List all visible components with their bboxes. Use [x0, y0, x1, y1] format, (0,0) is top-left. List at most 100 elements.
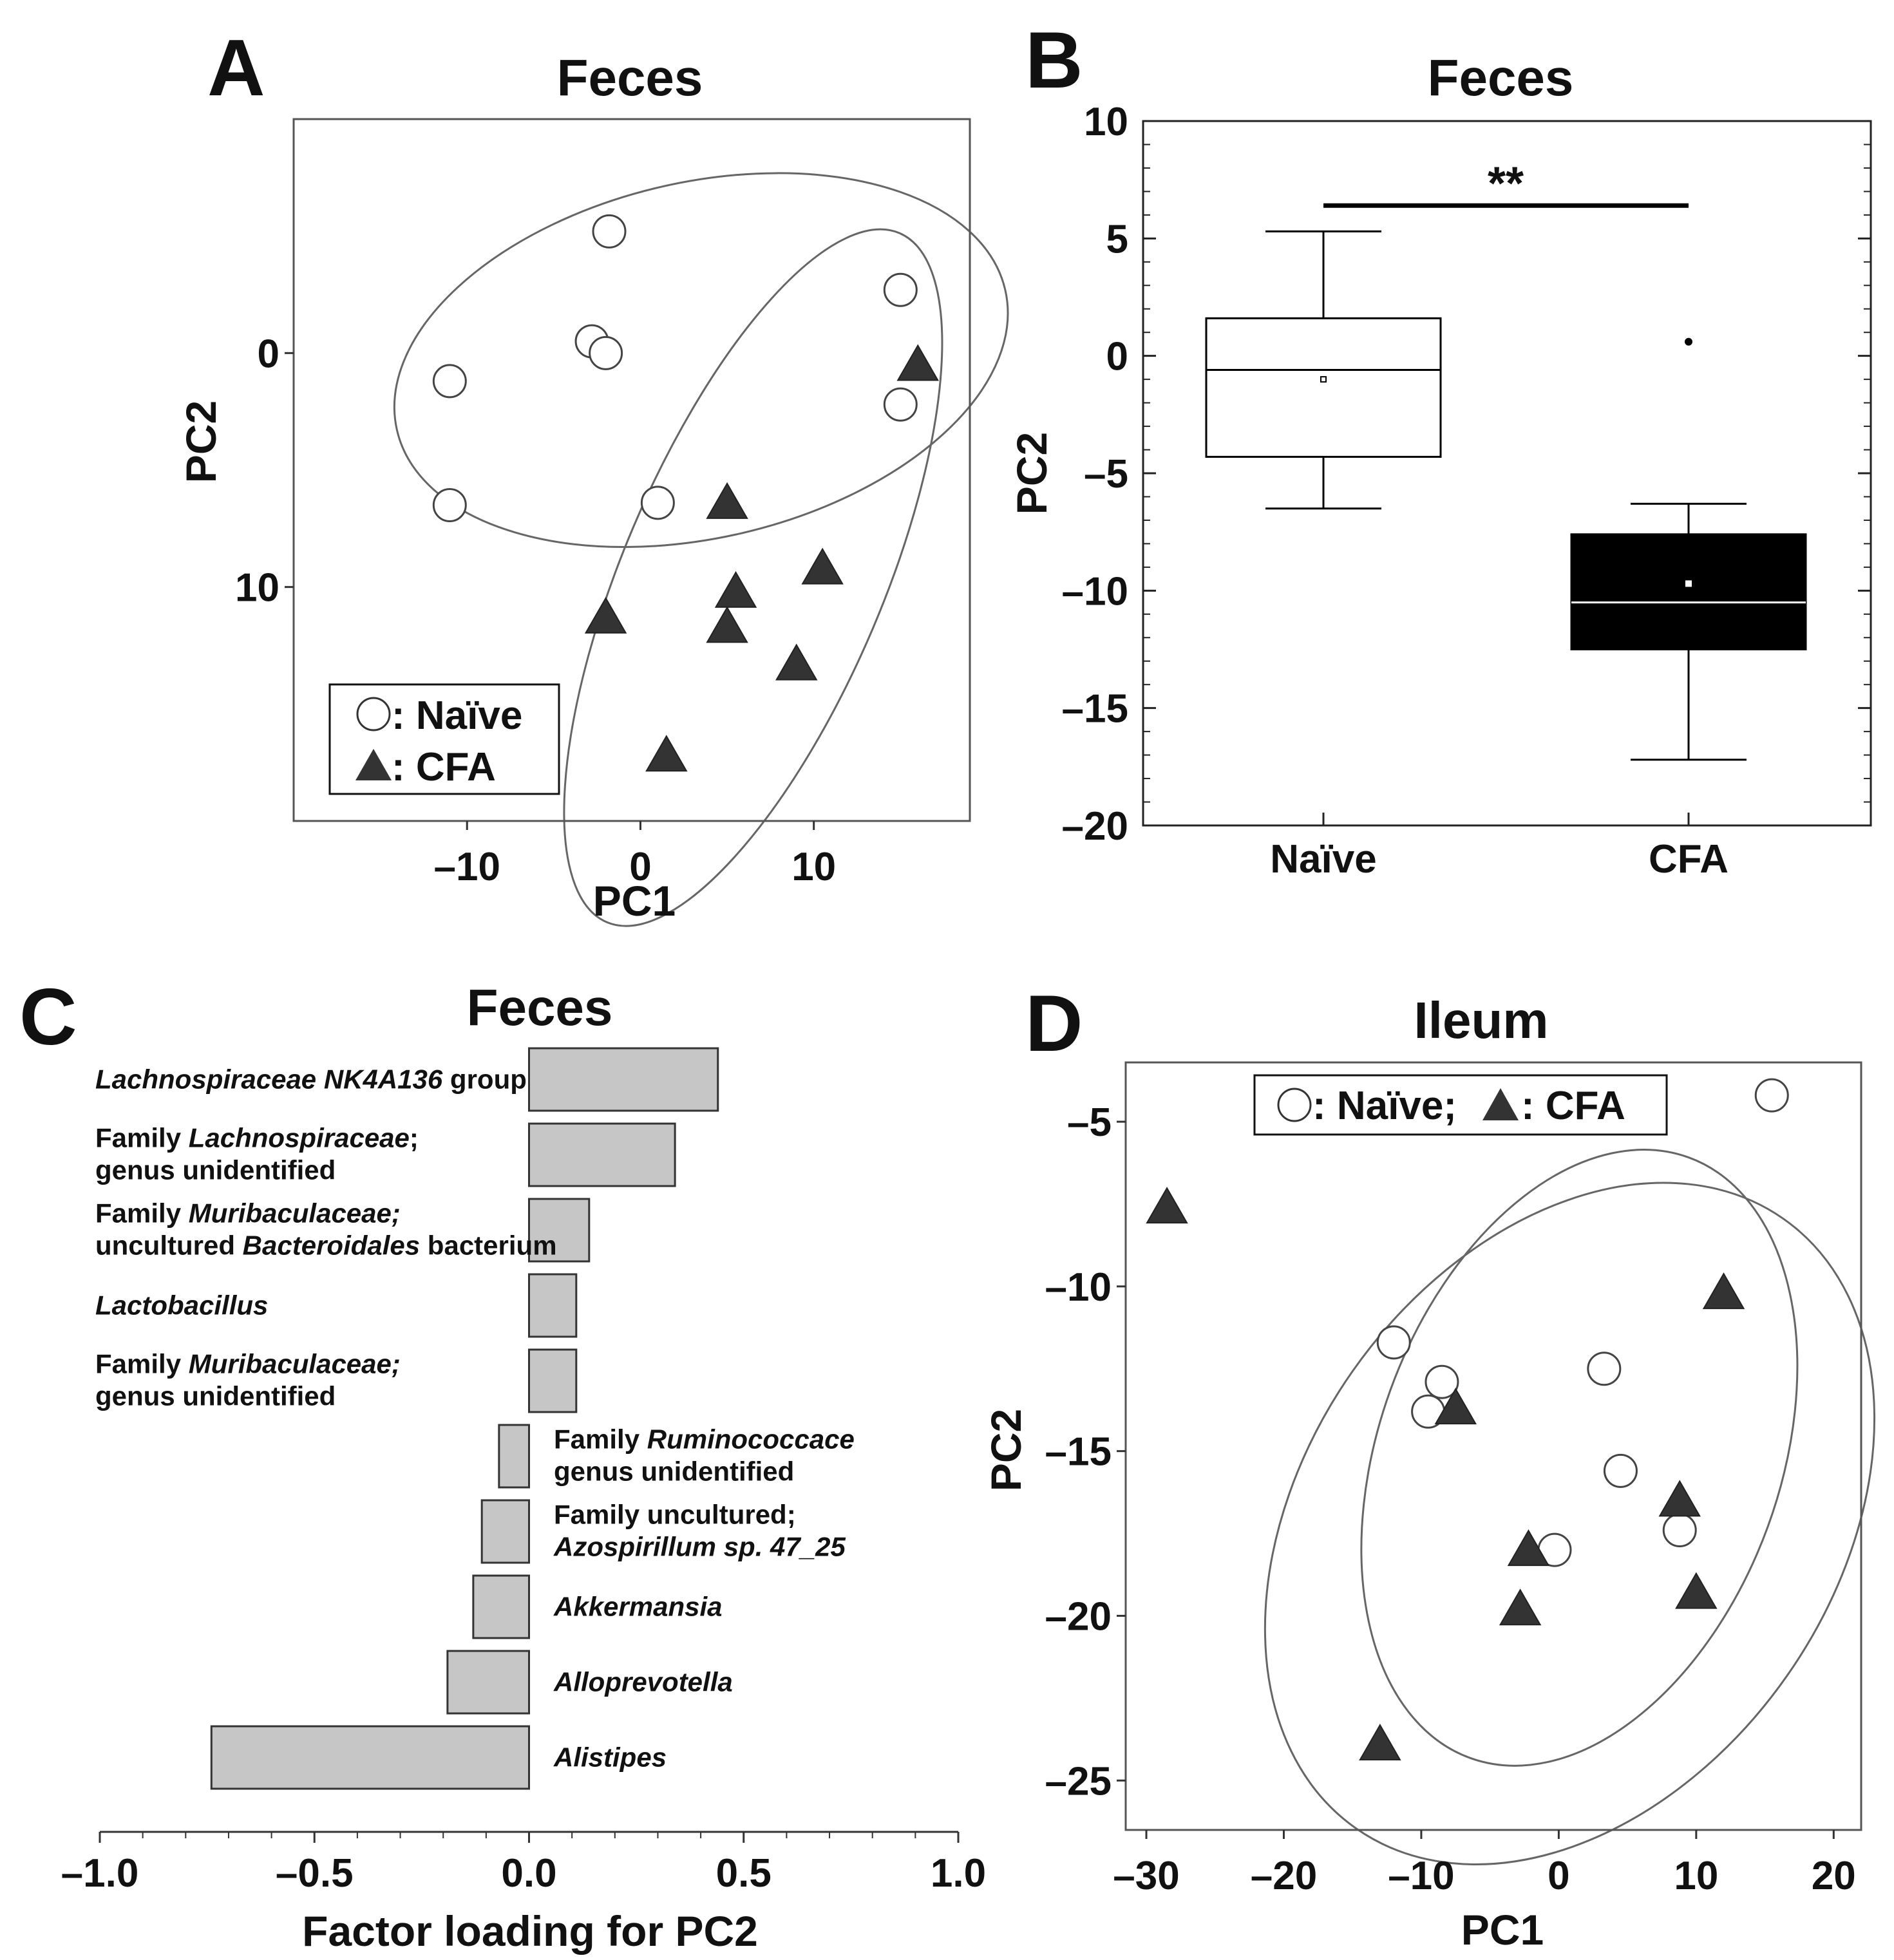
bar-label-segment: group — [442, 1064, 527, 1095]
bar-label: Azospirillum sp. 47_25 — [553, 1532, 846, 1562]
cfa-point — [1658, 1480, 1701, 1517]
bar-label-segment: Azospirillum sp. 47_25 — [553, 1532, 846, 1562]
x-tick-label: 20 — [1812, 1854, 1856, 1898]
naive-point — [432, 364, 467, 399]
y-tick-label: –20 — [1062, 804, 1128, 849]
cfa-point — [1702, 1272, 1745, 1310]
bar-label: uncultured Bacteroidales bacterium — [95, 1230, 557, 1261]
y-tick-label: 0 — [258, 332, 279, 376]
cfa-point — [801, 547, 844, 585]
x-category-label: Naïve — [1270, 837, 1376, 881]
y-tick-label: –10 — [1045, 1265, 1112, 1310]
box-iqr — [1570, 533, 1807, 651]
panel-a-x-axis-label: PC1 — [593, 877, 676, 925]
panel-a-legend-naive: : Naïve — [392, 693, 522, 738]
bar-label: Alistipes — [553, 1742, 667, 1773]
panel-c-label: C — [19, 973, 77, 1062]
box-outlier — [1685, 337, 1692, 346]
bar-label-segment: genus unidentified — [95, 1381, 336, 1411]
legend-circle-icon — [356, 697, 391, 731]
y-tick-label: –15 — [1062, 687, 1128, 731]
bar-label-segment: Lachnospiraceae — [189, 1123, 410, 1153]
naive-point — [432, 488, 467, 522]
panel-a-title: Feces — [557, 49, 703, 106]
naive-point — [640, 485, 675, 520]
panel-d-x-axis-label: PC1 — [1461, 1906, 1544, 1954]
naive-point — [1425, 1364, 1459, 1399]
bar-label: Family Muribaculaceae; — [95, 1198, 401, 1229]
cfa-point — [1499, 1588, 1542, 1626]
bar-label-segment: Akkermansia — [553, 1592, 723, 1622]
bar-label-segment: bacterium — [420, 1230, 556, 1261]
cluster-ellipse — [1360, 1149, 1799, 1767]
loading-bar — [472, 1574, 530, 1639]
panel-d-legend-naive: : Naïve; — [1312, 1084, 1468, 1128]
bar-label-segment: Muribaculaceae; — [189, 1349, 401, 1379]
panel-d-plot-frame — [1124, 1061, 1862, 1831]
panel-d-legend-cfa: : CFA — [1521, 1084, 1625, 1128]
panel-a-y-axis-label: PC2 — [177, 400, 225, 483]
cfa-point — [645, 735, 688, 772]
x-tick-label: –10 — [1388, 1854, 1454, 1898]
bar-label: Family Lachnospiraceae; — [95, 1123, 419, 1153]
panel-a-label: A — [207, 24, 265, 113]
bar-label-segment: uncultured — [95, 1230, 243, 1261]
bar-label: genus unidentified — [554, 1456, 794, 1487]
box-mean-marker — [1685, 580, 1692, 587]
naive-point — [589, 335, 623, 370]
panel-a-plot-frame — [292, 118, 971, 822]
bar-label-segment: Family — [554, 1424, 647, 1455]
bar-label: Lactobacillus — [95, 1290, 268, 1321]
y-tick-label: –5 — [1084, 452, 1128, 496]
x-tick-label: 0.0 — [501, 1851, 556, 1896]
panel-a-legend-cfa: : CFA — [392, 745, 496, 789]
box-iqr — [1205, 317, 1442, 458]
legend-triangle-icon — [355, 749, 392, 780]
loading-bar — [210, 1725, 530, 1790]
cfa-point — [1434, 1388, 1477, 1425]
naive-point — [1603, 1453, 1638, 1488]
loading-bar — [528, 1122, 676, 1187]
x-tick-label: 1.0 — [931, 1851, 986, 1896]
panel-d-title: Ileum — [1414, 992, 1549, 1049]
cfa-point — [1507, 1529, 1550, 1567]
loading-bar — [446, 1650, 530, 1715]
panel-a-legend: : Naïve : CFA — [328, 683, 560, 795]
panel-c: C Feces Lachnospiraceae NK4A136 groupFam… — [19, 973, 986, 1955]
bar-label-segment: Lachnospiraceae NK4A136 — [95, 1064, 443, 1095]
cfa-point — [1675, 1572, 1718, 1609]
bar-label-segment: Family — [95, 1349, 189, 1379]
y-tick-label: –25 — [1045, 1759, 1112, 1804]
naive-point — [1662, 1512, 1697, 1547]
x-tick-label: 10 — [791, 845, 836, 889]
panel-d-legend: : Naïve; : CFA — [1253, 1074, 1668, 1136]
bar-label: Akkermansia — [553, 1592, 723, 1622]
naive-point — [883, 387, 918, 422]
bar-label: genus unidentified — [95, 1381, 336, 1411]
panel-b-y-axis-label: PC2 — [1008, 432, 1056, 514]
cfa-point — [714, 570, 757, 608]
panel-c-x-axis-label: Factor loading for PC2 — [302, 1907, 758, 1955]
bar-label: Family Ruminococcace — [554, 1424, 855, 1455]
cfa-point — [706, 606, 748, 643]
cfa-point — [775, 643, 818, 681]
x-tick-label: –1.0 — [61, 1851, 139, 1896]
x-tick-label: 0 — [1548, 1854, 1569, 1898]
bar-label-segment: Ruminococcace — [647, 1424, 855, 1455]
bar-label-segment: Family — [95, 1123, 189, 1153]
bar-label: Family Muribaculaceae; — [95, 1349, 401, 1379]
y-tick-label: 0 — [1106, 335, 1128, 379]
panel-d-ellipses — [1264, 1149, 1876, 1865]
cluster-ellipse — [1264, 1182, 1876, 1865]
cfa-point — [706, 482, 748, 519]
naive-point — [1754, 1078, 1789, 1113]
bar-label-segment: Alistipes — [553, 1742, 667, 1773]
x-tick-label: –0.5 — [276, 1851, 354, 1896]
bar-label-segment: Family — [95, 1198, 189, 1229]
bar-label: Family uncultured; — [554, 1500, 796, 1530]
